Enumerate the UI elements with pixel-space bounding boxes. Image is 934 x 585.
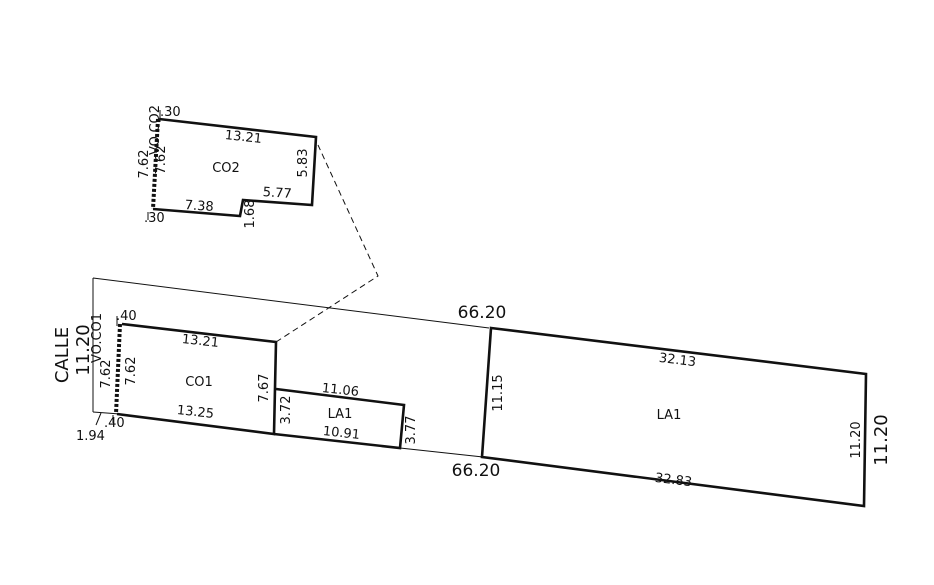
la1-large-right-length: 11.20 xyxy=(849,421,864,458)
co2-left-outer: 7.62 xyxy=(137,150,152,179)
la1-large-left-length: 11.15 xyxy=(491,374,506,411)
co1-boundary xyxy=(116,322,278,436)
lot-bottom-middle-edge xyxy=(399,447,484,458)
co2-step-length: 5.77 xyxy=(262,185,292,202)
co2-area-label: CO2 xyxy=(212,161,240,176)
reference-dashed-line xyxy=(275,144,379,343)
co2-vo-line xyxy=(151,118,160,210)
co1-vo-line xyxy=(114,323,122,415)
lot-top-edge xyxy=(92,277,490,329)
la1-small-top-length: 11.06 xyxy=(321,381,360,400)
co2-top-length: 13.21 xyxy=(224,128,263,147)
la1-large-bottom-length: 32.83 xyxy=(654,471,693,490)
co1-top-margin: .40 xyxy=(116,309,137,324)
lot-outline xyxy=(92,277,490,458)
co1-area-label: CO1 xyxy=(185,375,213,390)
lot-right-width: 11.20 xyxy=(871,414,892,466)
street-width: 11.20 xyxy=(73,324,94,376)
co2-right-length: 5.83 xyxy=(296,149,311,178)
la1-small-boundary xyxy=(273,387,406,450)
lot-bottom-left-edge xyxy=(92,411,121,415)
lot-top-length: 66.20 xyxy=(458,303,507,323)
street-name: CALLE xyxy=(52,327,73,383)
co2-step-height: 1.68 xyxy=(243,200,258,229)
offset-leader xyxy=(95,412,102,426)
co1-bottom-margin: .40 xyxy=(104,416,125,431)
co2-boundary xyxy=(152,117,318,218)
la1-small-left-length: 3.72 xyxy=(279,396,294,425)
co1-top-length: 13.21 xyxy=(181,332,220,351)
co1-bottom-length: 13.25 xyxy=(176,403,215,422)
la1-large-area-label: LA1 xyxy=(657,408,682,423)
co1-left-inner: 7.62 xyxy=(124,357,139,386)
lot-bottom-length: 66.20 xyxy=(452,461,501,481)
la1-small-right-length: 3.77 xyxy=(404,416,419,445)
la1-small-area-label: LA1 xyxy=(328,407,353,422)
co2-bottom-margin: .30 xyxy=(144,211,165,226)
co2-vo-label: VO.CO2 xyxy=(148,105,163,155)
co1-outline xyxy=(112,316,278,436)
co2-outline xyxy=(147,110,318,220)
co2-top-margin: .30 xyxy=(160,105,181,120)
la1-small-bottom-length: 10.91 xyxy=(322,424,361,443)
lot-offset: 1.94 xyxy=(76,429,105,444)
co2-bottom-length: 7.38 xyxy=(184,198,214,215)
co2-left-inner: 7.62 xyxy=(154,146,169,175)
la1-large-boundary xyxy=(480,326,868,508)
la1-large-top-length: 32.13 xyxy=(658,351,697,370)
co1-vo-label: VO.CO1 xyxy=(90,313,105,363)
co1-right-length: 7.67 xyxy=(257,374,272,403)
co1-left-outer: 7.62 xyxy=(99,360,114,389)
